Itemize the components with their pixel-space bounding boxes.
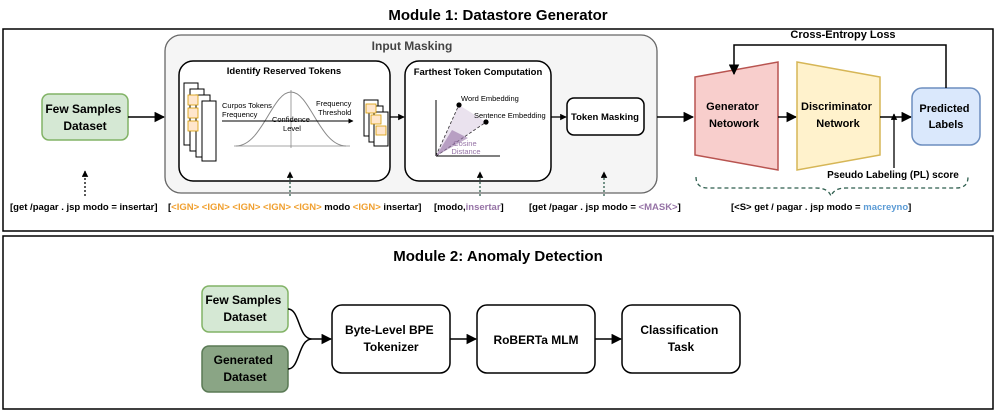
generator-label: Generator Netowork bbox=[706, 101, 762, 130]
m2-generated-label: Generated Dataset bbox=[214, 353, 277, 384]
word-embedding-label: Word Embedding bbox=[461, 94, 519, 103]
pseudo-labeling-label: Pseudo Labeling (PL) score bbox=[827, 170, 959, 181]
m2-bpe-box bbox=[331, 304, 451, 374]
reserved-token-stack bbox=[363, 99, 389, 147]
predicted-labels-label: Predicted Labels bbox=[919, 103, 972, 131]
module1-title: Module 1: Datastore Generator bbox=[388, 7, 607, 24]
example-ign-text: [<IGN> <IGN> <IGN> <IGN> <IGN> modo <IGN… bbox=[168, 202, 421, 213]
token-masking-label: Token Masking bbox=[571, 112, 639, 123]
corpus-token-stack bbox=[183, 82, 217, 162]
discriminator-network bbox=[796, 61, 881, 171]
m2-classification-box bbox=[621, 304, 741, 374]
token-masking-box bbox=[566, 97, 645, 136]
frequency-threshold-label: Frequency Threshold bbox=[316, 99, 354, 117]
cross-entropy-label: Cross-Entropy Loss bbox=[790, 29, 895, 41]
example-farthest-text: [modo,insertar] bbox=[434, 202, 504, 213]
identify-reserved-title: Identify Reserved Tokens bbox=[227, 66, 341, 77]
m2-bpe-label: Byte-Level BPE Tokenizer bbox=[345, 323, 437, 354]
m2-classification-label: Classification Task bbox=[640, 323, 721, 354]
few-samples-box bbox=[41, 93, 129, 141]
input-masking-title: Input Masking bbox=[372, 39, 453, 53]
cross-entropy-loop bbox=[728, 44, 947, 88]
m2-few-samples-label: Few Samples Dataset bbox=[205, 293, 284, 324]
module2-title: Module 2: Anomaly Detection bbox=[393, 248, 602, 265]
m2-merge-brace bbox=[287, 308, 313, 370]
farthest-token-title: Farthest Token Computation bbox=[414, 67, 543, 78]
generator-network bbox=[694, 61, 779, 171]
few-samples-label: Few Samples Dataset bbox=[45, 102, 124, 133]
predicted-labels-box bbox=[911, 87, 981, 146]
embedding-plot bbox=[435, 100, 500, 157]
example-generated-text: [<S> get / pagar . jsp modo = macreyno] bbox=[731, 202, 911, 213]
sentence-embedding-label: Sentence Embedding bbox=[474, 111, 546, 120]
m2-roberta-label: RoBERTa MLM bbox=[493, 333, 578, 347]
cosine-distance-label: Cosine Distance bbox=[451, 139, 480, 156]
example-input-text: [get /pagar . jsp modo = insertar] bbox=[10, 202, 158, 213]
example-mask-text: [get /pagar . jsp modo = <MASK>] bbox=[529, 202, 681, 213]
discriminator-label: Discriminator Network bbox=[801, 101, 875, 130]
confidence-level-label: Confidence Level bbox=[272, 115, 312, 133]
corpus-frequency-label: Curpos Tokens Frequency bbox=[222, 101, 274, 119]
